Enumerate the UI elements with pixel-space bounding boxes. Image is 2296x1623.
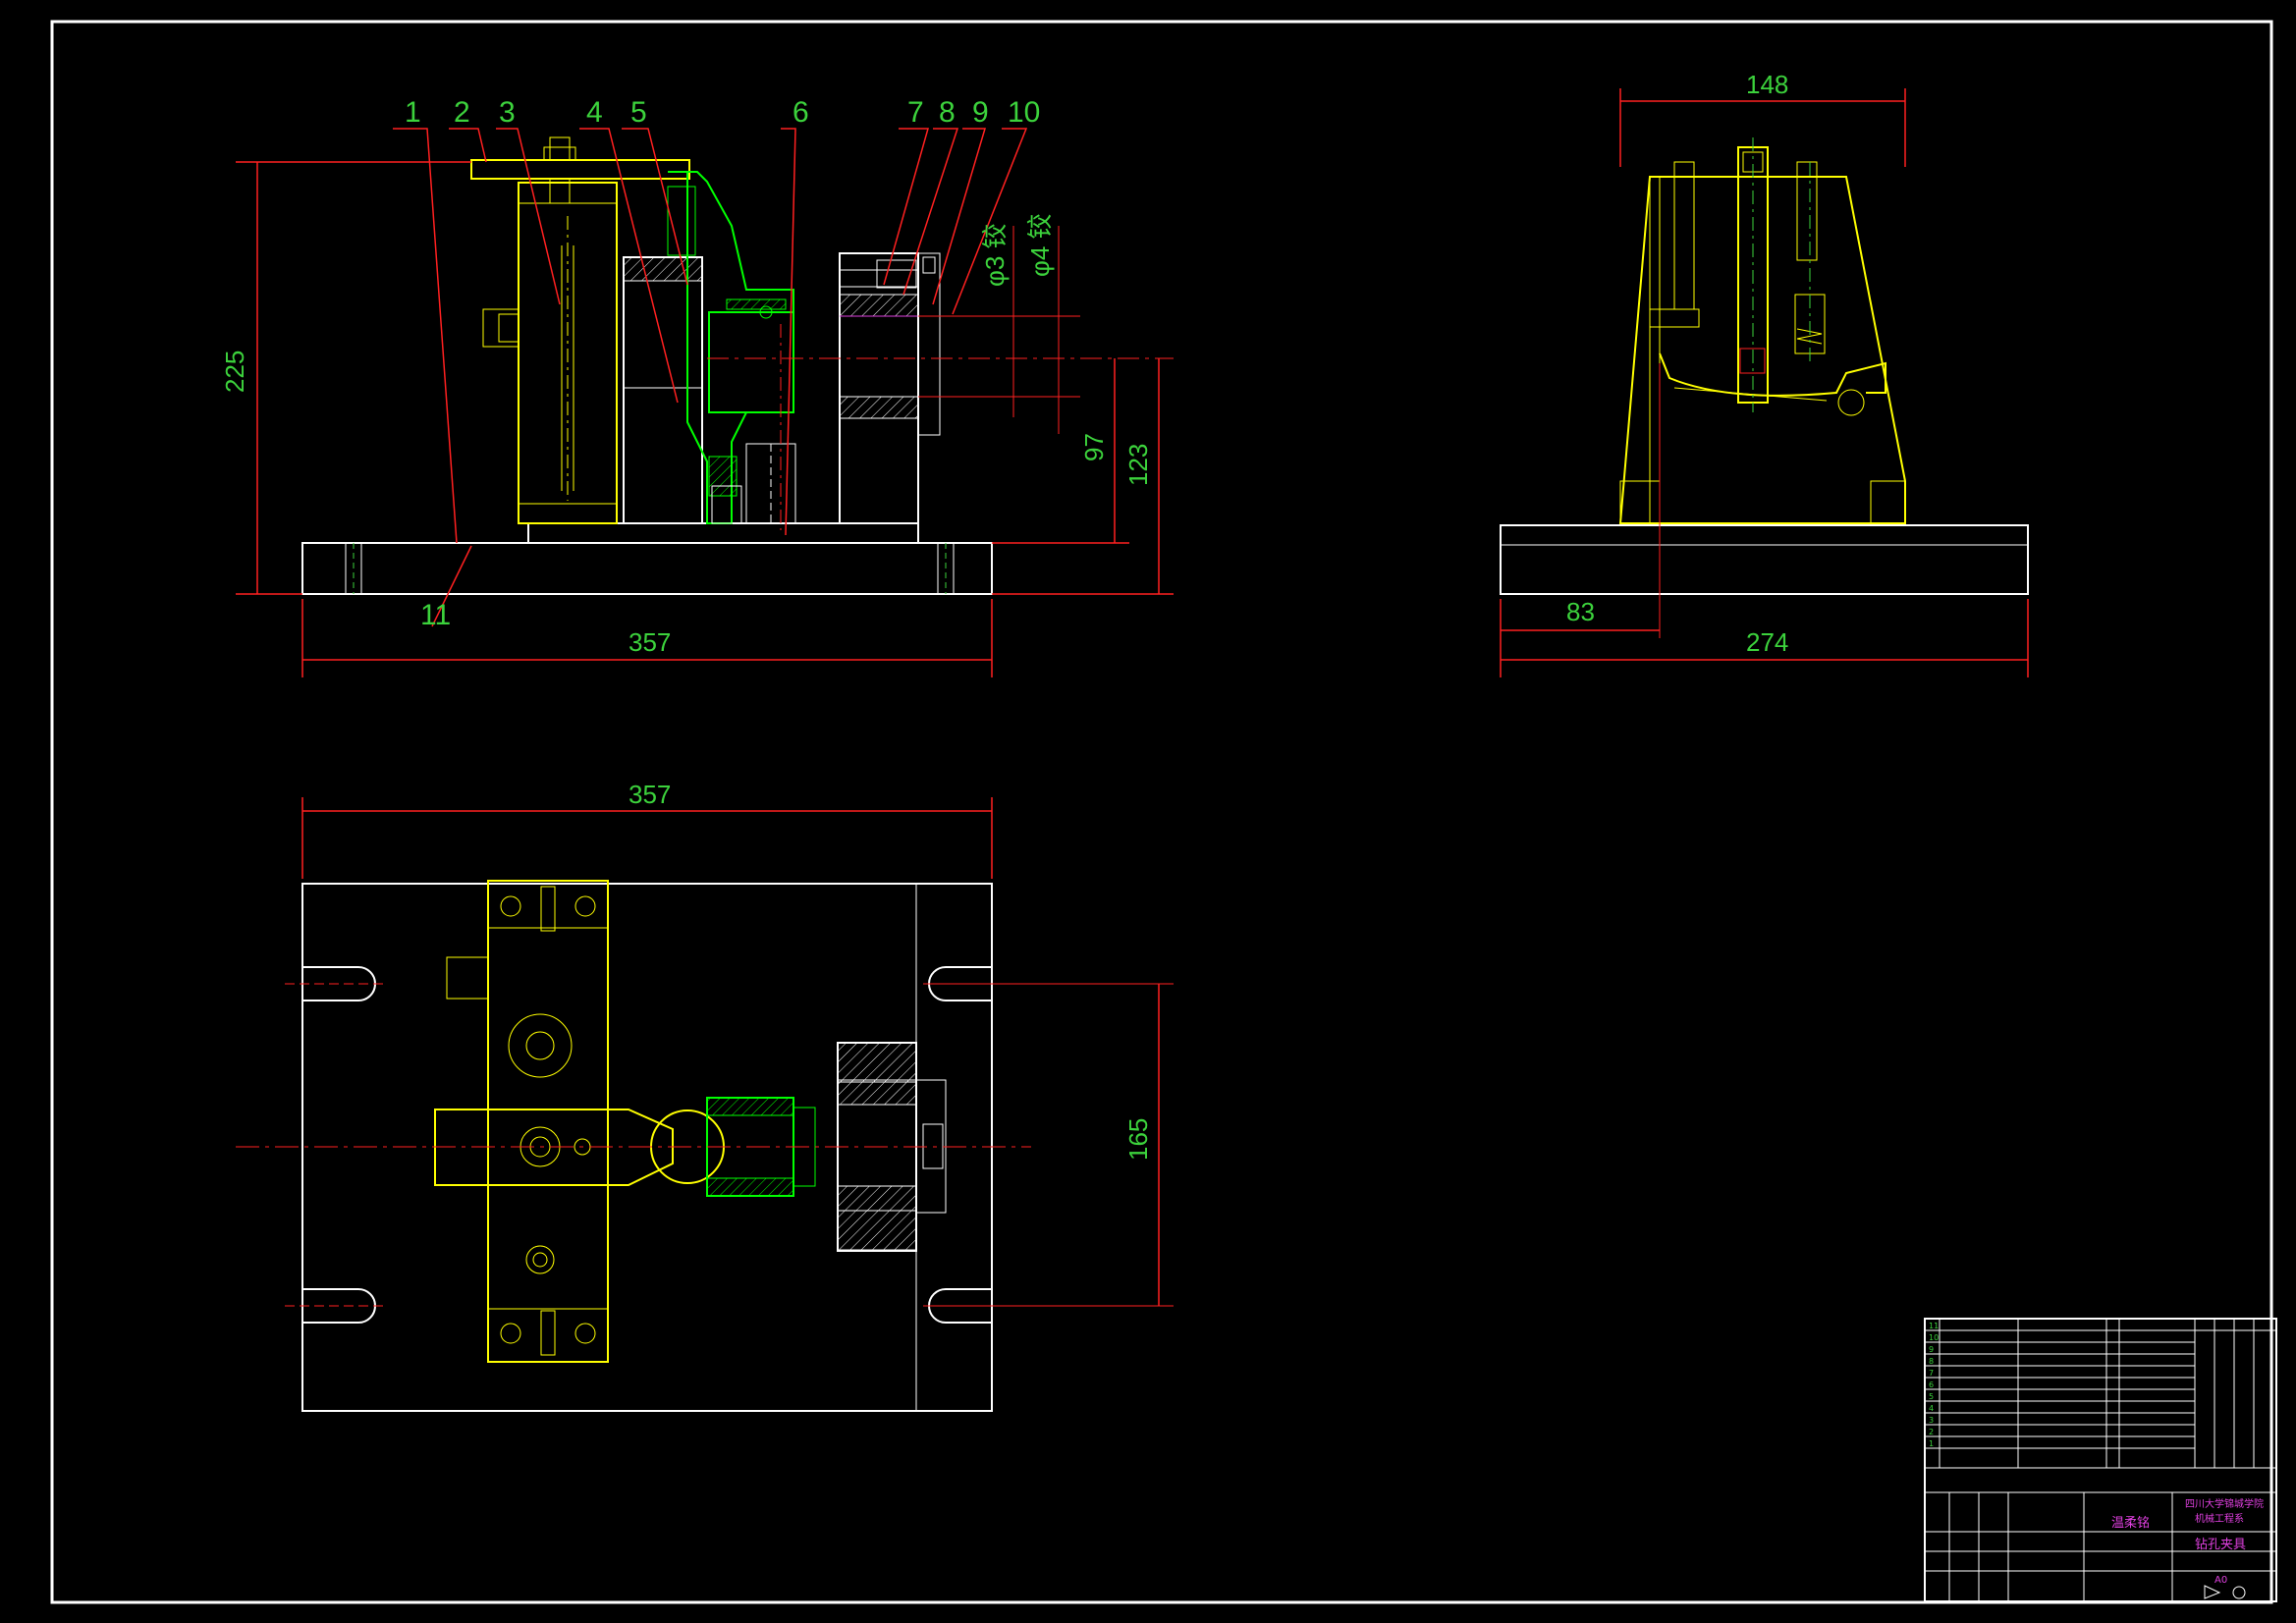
- dim-side-width-top: 148: [1746, 70, 1788, 99]
- dim-center-height: 97: [1079, 433, 1109, 461]
- balloon-2: 2: [454, 96, 470, 129]
- dim-side-base-width: 274: [1746, 627, 1788, 657]
- dim-overall-length: 357: [629, 627, 671, 657]
- dim-top-length: 357: [629, 780, 671, 809]
- tb-designer: 温柔铭: [2111, 1516, 2150, 1531]
- dim-hole-small: φ3 铰: [980, 223, 1010, 287]
- tb-row-6: 6: [1929, 1380, 1934, 1389]
- tb-row-3: 3: [1929, 1416, 1934, 1425]
- balloon-5: 5: [630, 96, 647, 129]
- front-view: 1 2 3 4 5 6 7 8 9 10 11 225 357 97 123 φ…: [220, 96, 1174, 677]
- tb-row-11: 11: [1929, 1322, 1939, 1330]
- balloon-11: 11: [420, 599, 451, 631]
- dim-hole-large: φ4 铰: [1025, 213, 1055, 277]
- tb-row-4: 4: [1929, 1404, 1934, 1413]
- balloon-6: 6: [793, 96, 809, 129]
- tb-sheet: A0: [2214, 1575, 2227, 1586]
- balloon-3: 3: [499, 96, 516, 129]
- balloon-1: 1: [405, 96, 421, 129]
- tb-school: 四川大学锦城学院: [2185, 1497, 2264, 1510]
- tb-row-2: 2: [1929, 1428, 1934, 1436]
- tb-row-10: 10: [1929, 1333, 1939, 1342]
- balloon-7: 7: [907, 96, 924, 129]
- tb-row-9: 9: [1929, 1345, 1934, 1354]
- title-block: 11 10 9 8 7 6 5 4 3 2 1 温柔铭 四川大学锦城学院 机械工…: [1924, 1318, 2277, 1602]
- balloon-10: 10: [1008, 96, 1040, 129]
- top-view: 357 165: [236, 780, 1174, 1412]
- tb-row-8: 8: [1929, 1357, 1934, 1366]
- drawing-frame: [50, 20, 2273, 1604]
- dim-top-height: 123: [1123, 444, 1153, 486]
- dim-side-offset: 83: [1566, 597, 1595, 626]
- tb-drawing-title: 钻孔夹具: [2195, 1538, 2246, 1552]
- tb-row-7: 7: [1929, 1369, 1934, 1378]
- balloon-8: 8: [939, 96, 956, 129]
- side-view: 148 83 274: [1500, 70, 2029, 677]
- balloon-9: 9: [972, 96, 989, 129]
- balloon-4: 4: [586, 96, 603, 129]
- tb-department: 机械工程系: [2195, 1512, 2244, 1525]
- dim-slot-spacing: 165: [1123, 1118, 1153, 1161]
- dim-overall-height: 225: [220, 351, 249, 393]
- tb-row-1: 1: [1929, 1439, 1934, 1448]
- tb-row-5: 5: [1929, 1392, 1934, 1401]
